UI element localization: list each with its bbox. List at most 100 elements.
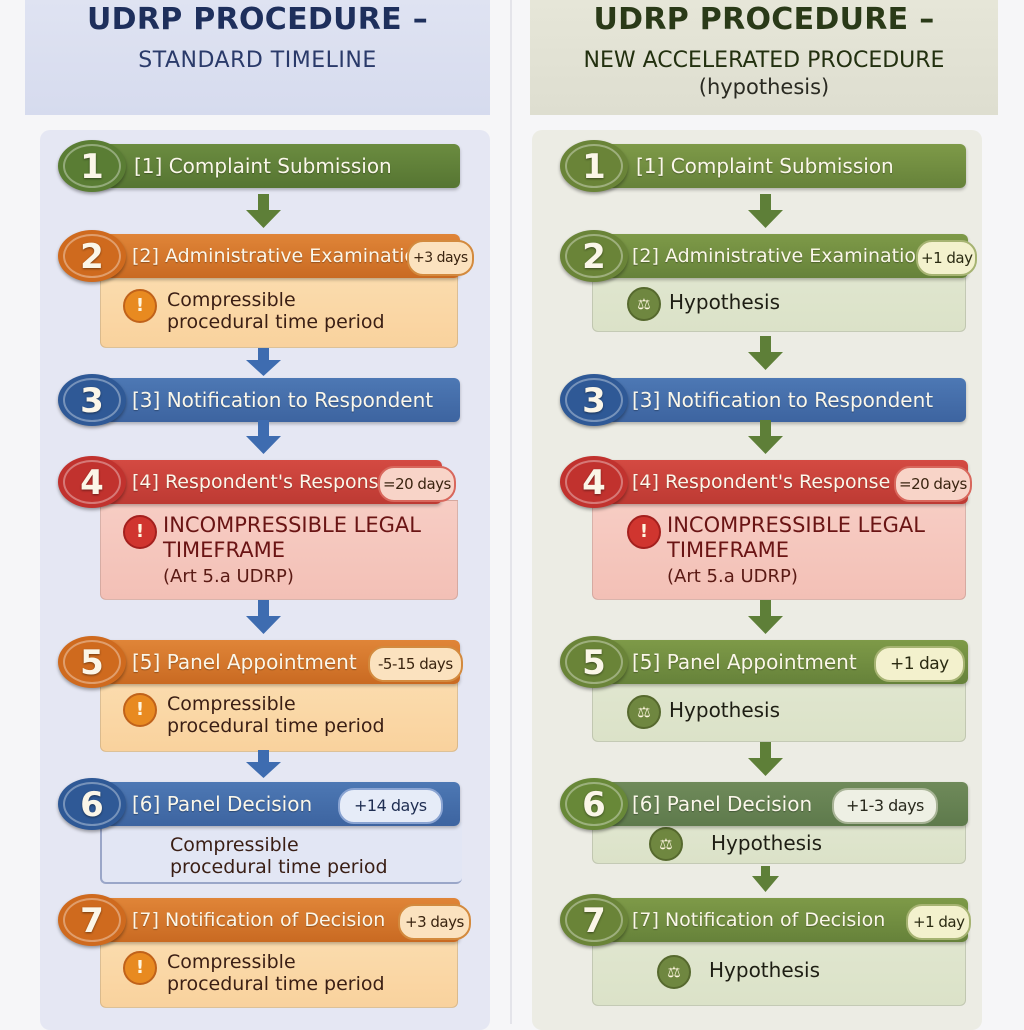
arrow-down-icon — [748, 600, 783, 634]
step-number-badge: 2 — [560, 230, 628, 282]
step-label: [1] Complaint Submission — [636, 154, 894, 178]
arrow-down-icon — [246, 420, 281, 454]
step-bar: [6] Panel Decision +14 days — [90, 782, 460, 826]
step-label: [7] Notification of Decision — [632, 909, 886, 931]
step-label: [3] Notification to Respondent — [632, 388, 934, 412]
step-label: [5] Panel Appointment — [132, 650, 357, 674]
duration-badge: =20 days — [894, 466, 972, 502]
step-bar: [7] Notification of Decision +3 days — [90, 898, 471, 942]
step-label: [7] Notification of Decision — [132, 909, 386, 931]
alert-icon: ! — [123, 515, 157, 549]
arrow-down-icon — [246, 600, 281, 634]
scale-icon: ⚖ — [649, 827, 683, 861]
duration-badge: -5-15 days — [368, 646, 463, 682]
standard-timeline-column: UDRP PROCEDURE – STANDARD TIMELINE [1] C… — [25, 0, 490, 1030]
step-number-badge: 5 — [560, 636, 628, 688]
step-number-badge: 7 — [58, 894, 126, 946]
standard-subtitle: STANDARD TIMELINE — [138, 48, 377, 73]
arrow-down-icon — [748, 194, 783, 228]
step-number-badge: 7 — [560, 894, 628, 946]
arrow-down-icon — [246, 750, 281, 778]
step-bar: [2] Administrative Examination +1 day — [582, 234, 978, 278]
arrow-down-icon — [246, 194, 281, 228]
scale-icon: ⚖ — [657, 955, 691, 989]
duration-badge: +14 days — [338, 788, 443, 824]
arrow-down-icon — [748, 742, 783, 776]
step-detail: ⚖ Hypothesis — [592, 822, 966, 864]
alert-icon: ! — [627, 515, 661, 549]
scale-icon: ⚖ — [627, 287, 661, 321]
accelerated-subtitle: NEW ACCELERATED PROCEDURE — [583, 48, 945, 73]
step-label: [6] Panel Decision — [132, 792, 313, 816]
column-divider — [510, 0, 512, 1024]
standard-title: UDRP PROCEDURE – — [87, 2, 428, 37]
step-label: [2] Administrative Examination — [132, 245, 429, 267]
standard-steps-panel: [1] Complaint Submission 1 ! Compressibl… — [40, 130, 490, 1030]
step-number-badge: 2 — [58, 230, 126, 282]
duration-badge: +3 days — [407, 240, 474, 276]
step-bar: [3] Notification to Respondent — [90, 378, 460, 422]
step-number-badge: 6 — [58, 778, 126, 830]
step-number-badge: 1 — [58, 140, 126, 192]
duration-badge: +1 day — [916, 240, 978, 276]
step-detail: ⚖ Hypothesis — [592, 680, 966, 742]
accelerated-title: UDRP PROCEDURE – — [593, 2, 935, 37]
accelerated-procedure-column: UDRP PROCEDURE – NEW ACCELERATED PROCEDU… — [530, 0, 998, 1030]
accelerated-steps-panel: [1] Complaint Submission 1 ⚖ Hypothesis … — [532, 130, 982, 1030]
duration-badge: +3 days — [398, 904, 471, 940]
step-bar: [4] Respondent's Response =20 days — [582, 460, 972, 504]
arrow-down-icon — [752, 866, 779, 892]
step-number-badge: 3 — [58, 374, 126, 426]
step-label: [4] Respondent's Response — [632, 471, 891, 493]
step-detail: ⚖ Hypothesis — [592, 938, 966, 1006]
step-bar: [3] Notification to Respondent — [582, 378, 966, 422]
step-bar: [5] Panel Appointment -5-15 days — [90, 640, 463, 684]
step-bar: [5] Panel Appointment +1 day — [582, 640, 968, 684]
detail-text: Hypothesis — [669, 290, 781, 314]
step-bar: [1] Complaint Submission — [90, 144, 460, 188]
duration-badge: +1-3 days — [832, 788, 938, 824]
arrow-down-icon — [246, 348, 281, 376]
step-bar: [7] Notification of Decision +1 day — [582, 898, 972, 942]
step-bar: [1] Complaint Submission — [582, 144, 966, 188]
accelerated-subtitle-note: (hypothesis) — [698, 75, 830, 99]
warning-icon: ! — [123, 693, 157, 727]
step-label: [2] Administrative Examination — [632, 245, 929, 267]
detail-text: Hypothesis — [711, 831, 823, 855]
step-label: [3] Notification to Respondent — [132, 388, 434, 412]
step-number-badge: 6 — [560, 778, 628, 830]
arrow-down-icon — [748, 336, 783, 370]
standard-header: UDRP PROCEDURE – STANDARD TIMELINE — [25, 0, 490, 115]
step-number-badge: 3 — [560, 374, 628, 426]
step-label: [4] Respondent's Response — [132, 471, 391, 493]
step-number-badge: 1 — [560, 140, 628, 192]
step-label: [6] Panel Decision — [632, 792, 813, 816]
accelerated-header: UDRP PROCEDURE – NEW ACCELERATED PROCEDU… — [530, 0, 998, 115]
warning-icon: ! — [123, 289, 157, 323]
arrow-down-icon — [748, 420, 783, 454]
scale-icon: ⚖ — [627, 695, 661, 729]
step-bar: [6] Panel Decision +1-3 days — [582, 782, 968, 826]
detail-text: Hypothesis — [709, 958, 821, 982]
warning-icon: ! — [123, 951, 157, 985]
step-label: [5] Panel Appointment — [632, 650, 857, 674]
duration-badge: =20 days — [378, 466, 456, 502]
step-number-badge: 5 — [58, 636, 126, 688]
detail-text: Hypothesis — [669, 698, 781, 722]
step-label: [1] Complaint Submission — [134, 154, 392, 178]
duration-badge: +1 day — [906, 904, 972, 940]
step-bar: [2] Administrative Examination +3 days — [90, 234, 474, 278]
step-detail: ⚖ Hypothesis — [592, 274, 966, 332]
step-number-badge: 4 — [560, 456, 628, 508]
